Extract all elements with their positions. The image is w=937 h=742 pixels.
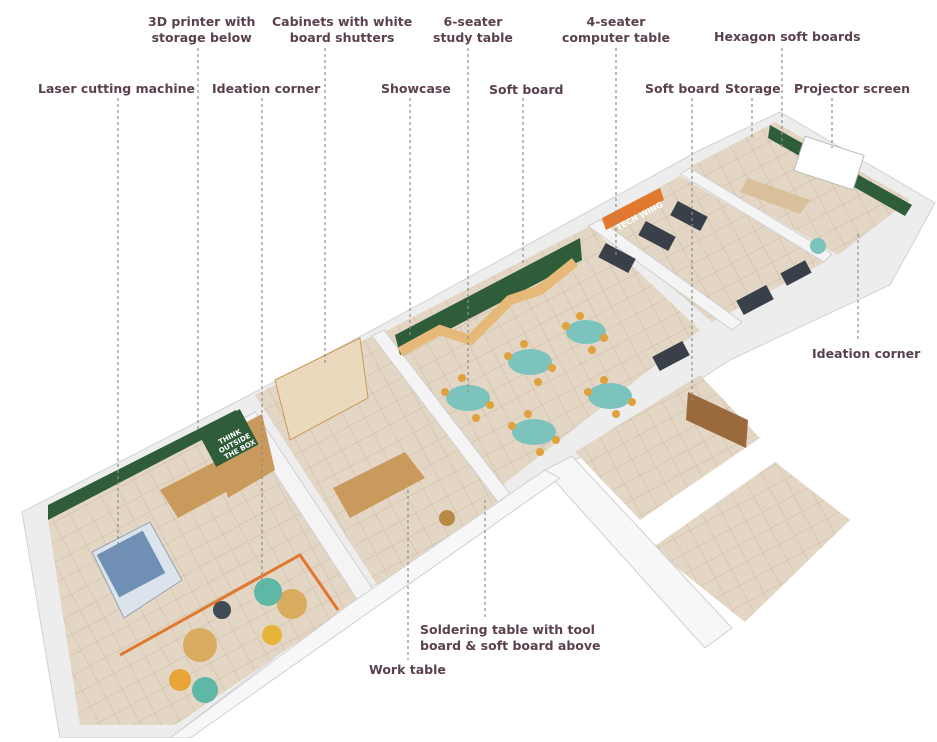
- projector-screen-shape: [793, 135, 865, 191]
- label-cabinets: Cabinets with white board shutters: [272, 14, 412, 46]
- lower-wing-wall: [544, 455, 733, 649]
- leader-lines: [117, 48, 859, 660]
- label-soldering-line1: Soldering table with tool: [420, 622, 595, 637]
- ottoman-4: [262, 625, 282, 645]
- laser-bed: [96, 530, 166, 598]
- label-soft-board-middle: Soft board: [489, 82, 564, 97]
- label-3d-printer-line2: storage below: [151, 30, 252, 45]
- ottoman-3: [183, 628, 217, 662]
- room-computer-floor: [595, 176, 825, 322]
- label-cabinets-line1: Cabinets with white: [272, 14, 413, 29]
- label-projector-screen: Projector screen: [794, 81, 911, 96]
- label-soldering-line2: board & soft board above: [420, 638, 601, 653]
- room-laser-floor: [48, 420, 360, 725]
- label-showcase: Showcase: [381, 81, 451, 96]
- label-computer-table: 4-seater computer table: [562, 14, 670, 46]
- projector-room-seat: [810, 238, 826, 254]
- label-storage: Storage: [725, 81, 781, 96]
- label-laser-cutting-machine: Laser cutting machine: [38, 81, 196, 96]
- label-computer-table-line1: 4-seater: [586, 14, 646, 29]
- computer-desks: [598, 200, 812, 372]
- label-work-table: Work table: [369, 662, 446, 677]
- room-empty-floor: [652, 462, 850, 622]
- ottoman-2: [254, 578, 282, 606]
- label-soldering-table: Soldering table with tool board & soft b…: [420, 622, 601, 654]
- label-computer-table-line2: computer table: [562, 30, 670, 45]
- label-ideation-corner-right: Ideation corner: [812, 346, 921, 361]
- small-room-soft-board: [686, 392, 748, 448]
- label-3d-printer: 3D printer with storage below: [148, 14, 255, 46]
- label-study-table-line2: study table: [433, 30, 513, 45]
- tech-wing-sign: [602, 188, 664, 230]
- label-study-table-line1: 6-seater: [443, 14, 503, 29]
- label-cabinets-line2: board shutters: [289, 30, 395, 45]
- think-sign-board: [197, 409, 259, 467]
- zigzag-soft-board: [397, 258, 579, 357]
- label-ideation-corner-left: Ideation corner: [212, 81, 321, 96]
- label-3d-printer-line1: 3D printer with: [148, 14, 256, 29]
- partition-wall-4: [679, 167, 833, 263]
- orange-floor-line: [119, 553, 340, 657]
- study-tables: [446, 320, 632, 445]
- work-table-shape: [333, 452, 425, 518]
- label-study-table: 6-seater study table: [433, 14, 513, 46]
- cabinets-shape: [274, 337, 369, 441]
- ottoman-7: [213, 601, 231, 619]
- room-projector-floor: [688, 122, 910, 255]
- green-board-laser-room: [48, 410, 240, 520]
- label-hexagon-soft-boards: Hexagon soft boards: [714, 29, 861, 44]
- study-chairs: [441, 312, 636, 456]
- ottoman-1: [277, 589, 307, 619]
- ottoman-6: [192, 677, 218, 703]
- label-soft-board-right: Soft board: [645, 81, 720, 96]
- projector-desk: [740, 178, 810, 214]
- partition-wall-3: [587, 219, 743, 331]
- ottoman-5: [169, 669, 191, 691]
- work-stool: [439, 510, 455, 526]
